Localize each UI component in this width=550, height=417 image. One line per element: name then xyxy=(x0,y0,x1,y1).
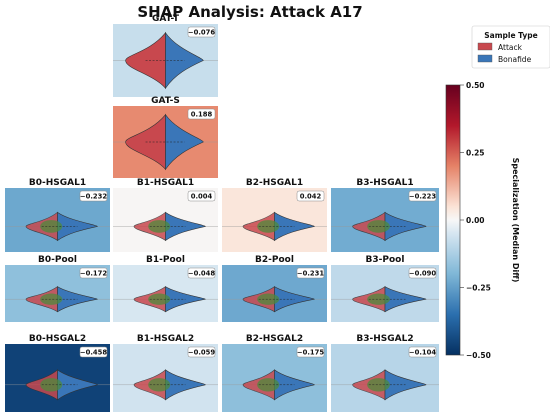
value-label: −0.090 xyxy=(409,270,436,278)
value-label: −0.076 xyxy=(188,29,215,37)
panel-b3-hsgal1: B3-HSGAL1 −0.223 xyxy=(331,178,439,252)
value-label: −0.172 xyxy=(80,270,107,278)
value-box xyxy=(187,267,216,279)
value-box xyxy=(296,190,325,202)
value-box xyxy=(79,346,108,358)
value-box xyxy=(408,190,437,202)
panel-title: B0-Pool xyxy=(38,255,77,265)
panel-b2-hsgal1: B2-HSGAL1 0.042 xyxy=(222,178,327,252)
colorbar-tick-label: 0.25 xyxy=(466,149,485,158)
legend-bonafide-label: Bonafide xyxy=(498,55,532,64)
panel-title: B3-Pool xyxy=(366,255,405,265)
panel-title: B1-HSGAL2 xyxy=(137,334,194,344)
panel-b3-hsgal2: B3-HSGAL2 −0.104 xyxy=(331,334,439,412)
violin-overlap xyxy=(367,293,390,305)
value-box xyxy=(408,267,437,279)
panel-gat-s: GAT-S 0.188 xyxy=(113,96,218,178)
value-label: −0.231 xyxy=(297,270,324,278)
violin-overlap xyxy=(257,220,280,233)
panel-b0-pool: B0-Pool−0.172 xyxy=(5,255,110,322)
colorbar: 0.50 0.25 0.00 −0.25 −0.50 Specialization (M… xyxy=(445,81,520,360)
panel-title: B1-Pool xyxy=(146,255,185,265)
violin-overlap xyxy=(40,378,63,392)
panel-title: B2-HSGAL2 xyxy=(246,334,303,344)
violin-overlap xyxy=(148,220,171,233)
panel-b1-hsgal2: B1-HSGAL2 −0.059 xyxy=(113,334,218,412)
colorbar-gradient xyxy=(445,84,461,356)
colorbar-ticks: 0.50 0.25 0.00 −0.25 −0.50 xyxy=(460,81,491,360)
value-label: −0.458 xyxy=(80,349,107,357)
panel-title: B0-HSGAL2 xyxy=(29,334,86,344)
panel-title: B2-HSGAL1 xyxy=(246,178,303,188)
violin-overlap xyxy=(148,293,171,305)
panel-b0-hsgal1: B0-HSGAL1 −0.232 xyxy=(5,178,110,252)
value-box xyxy=(408,346,437,358)
colorbar-label: Specialization (Median Diff) xyxy=(511,158,520,283)
panel-b1-hsgal1: B1-HSGAL1 0.004 xyxy=(113,178,218,252)
value-label: −0.175 xyxy=(297,349,324,357)
violin-overlap xyxy=(40,293,63,305)
panel-gat-t: GAT-T −0.076 xyxy=(113,14,218,97)
value-label: −0.048 xyxy=(188,270,215,278)
value-label: 0.188 xyxy=(191,111,213,119)
panels-group: GAT-T−0.076GAT-S0.188B0-HSGAL1−0.232B1-H… xyxy=(5,14,439,412)
colorbar-tick-label: 0.50 xyxy=(466,81,485,90)
violin-overlap xyxy=(148,378,171,392)
value-label: −0.223 xyxy=(409,193,436,201)
panel-b2-hsgal2: B2-HSGAL2 −0.175 xyxy=(222,334,327,412)
panel-title: B0-HSGAL1 xyxy=(29,178,86,188)
panel-b3-pool: B3-Pool −0.090 xyxy=(331,255,439,322)
panel-title: B1-HSGAL1 xyxy=(137,178,194,188)
legend: Sample Type Attack Bonafide xyxy=(471,25,550,69)
figure-title: SHAP Analysis: Attack A17 xyxy=(137,3,362,21)
panel-title: GAT-T xyxy=(152,14,180,24)
panel-title: GAT-S xyxy=(151,96,180,106)
colorbar-tick-label: 0.00 xyxy=(466,216,485,225)
value-box xyxy=(187,190,216,202)
value-box xyxy=(187,26,216,38)
value-label: 0.042 xyxy=(300,193,322,201)
legend-attack-swatch xyxy=(477,42,493,51)
value-label: −0.232 xyxy=(80,193,107,201)
legend-bonafide-swatch xyxy=(477,54,493,63)
value-label: 0.004 xyxy=(191,193,213,201)
violin-overlap xyxy=(257,293,280,305)
legend-title: Sample Type xyxy=(484,31,538,40)
value-box xyxy=(296,346,325,358)
value-box xyxy=(79,267,108,279)
violin-overlap xyxy=(367,378,390,392)
colorbar-tick-label: −0.50 xyxy=(466,351,491,360)
value-box xyxy=(187,108,216,120)
violin-overlap xyxy=(367,220,390,233)
value-label: −0.059 xyxy=(188,349,215,357)
value-label: −0.104 xyxy=(409,349,436,357)
panel-b2-pool: B2-Pool−0.231 xyxy=(222,255,327,322)
value-box xyxy=(79,190,108,202)
violin-overlap xyxy=(40,220,63,233)
panel-b0-hsgal2: B0-HSGAL2 −0.458 xyxy=(5,334,110,412)
value-box xyxy=(187,346,216,358)
value-box xyxy=(296,267,325,279)
violin-overlap xyxy=(257,378,280,392)
legend-attack-label: Attack xyxy=(498,43,523,52)
panel-title: B3-HSGAL1 xyxy=(356,178,413,188)
panel-b1-pool: B1-Pool−0.048 xyxy=(113,255,218,322)
panel-title: B3-HSGAL2 xyxy=(356,334,413,344)
colorbar-tick-label: −0.25 xyxy=(466,284,491,293)
panel-title: B2-Pool xyxy=(255,255,294,265)
